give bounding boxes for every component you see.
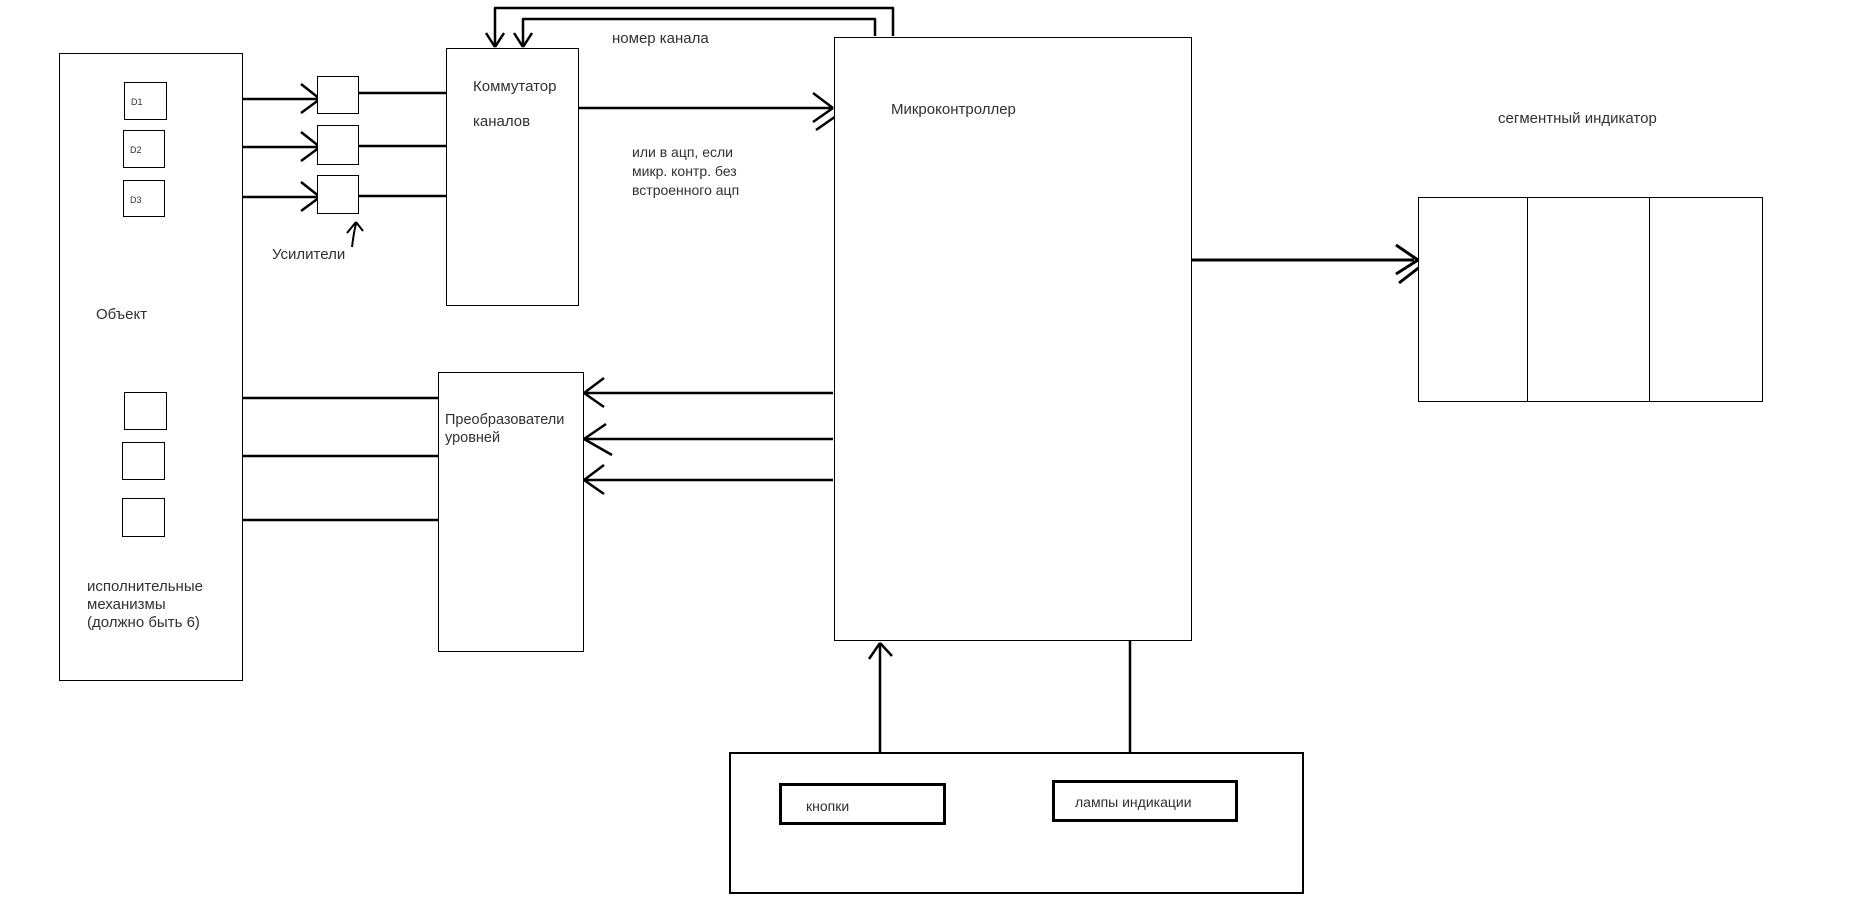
amplifier-box-2 (317, 125, 359, 165)
actuators-note-line3: (должно быть 6) (87, 614, 200, 631)
buttons-label: кнопки (806, 798, 850, 814)
segment-indicator-label: сегментный индикатор (1498, 110, 1657, 127)
actuators-note-line1: исполнительные (87, 578, 203, 595)
microcontroller-label: Микроконтроллер (891, 101, 1016, 118)
actuators-note-line2: механизмы (87, 596, 166, 613)
indication-lamps-block: лампы индикации (1052, 780, 1238, 822)
adc-note-annotation: или в ацп, если микр. контр. без встроен… (632, 143, 739, 200)
level-converters-label-line1: Преобразователи (445, 412, 565, 428)
indicator-cell-divider-2 (1649, 198, 1650, 401)
amplifiers-label: Усилители (272, 246, 346, 263)
adc-note-line2: микр. контр. без (632, 163, 737, 179)
actuator-box-1 (124, 392, 167, 430)
amplifiers-pointer-arrow (346, 221, 364, 248)
arrow-mc-indicator (1192, 243, 1422, 285)
commutator-label-line1: Коммутатор (473, 78, 557, 95)
sensor-d2-label: D2 (130, 145, 142, 155)
adc-note-line3: встроенного ацп (632, 182, 740, 198)
microcontroller-block: Микроконтроллер (834, 37, 1192, 641)
channel-commutator-block: Коммутатор каналов (446, 48, 579, 306)
arrow-mc-conv-3 (583, 464, 833, 496)
sensor-d2-box: D2 (123, 130, 165, 168)
object-label: Объект (96, 306, 148, 323)
arrow-mc-conv-2 (583, 422, 833, 457)
actuator-box-3 (122, 498, 165, 537)
level-converters-label-line2: уровней (445, 430, 501, 446)
arrow-mc-conv-1 (583, 377, 833, 409)
buttons-block: кнопки (779, 783, 946, 825)
actuator-box-2 (122, 442, 165, 480)
amplifier-box-3 (317, 175, 359, 214)
amplifier-box-1 (317, 76, 359, 114)
indicator-cell-divider-1 (1527, 198, 1528, 401)
sensor-d1-box: D1 (124, 82, 167, 120)
indication-lamps-label: лампы индикации (1075, 794, 1192, 810)
level-converters-block: Преобразователи уровней (438, 372, 584, 652)
adc-note-line1: или в ацп, если (632, 144, 733, 160)
channel-number-annotation: номер канала (612, 30, 709, 47)
actuators-note: исполнительные механизмы (должно быть 6) (87, 578, 203, 632)
segment-indicator-block (1418, 197, 1763, 402)
arrow-commutator-mc (579, 92, 840, 132)
sensor-d3-box: D3 (123, 180, 165, 217)
commutator-label-line2: каналов (473, 113, 531, 130)
sensor-d3-label: D3 (130, 195, 142, 205)
sensor-d1-label: D1 (131, 97, 143, 107)
